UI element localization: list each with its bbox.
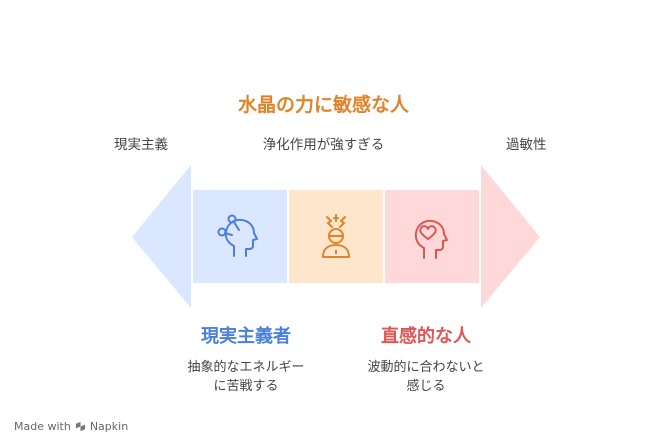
panel-realism bbox=[193, 190, 287, 283]
realist-desc-line-2: に苦戦する bbox=[213, 379, 279, 394]
intuitive-desc-line-1: 波動的に合わないと bbox=[367, 360, 485, 375]
brand-made-with: Made with bbox=[14, 420, 71, 433]
right-arrow-head bbox=[481, 165, 540, 308]
left-arrow-head bbox=[132, 165, 191, 308]
intuitive-description: 波動的に合わないと 感じる bbox=[326, 358, 526, 396]
stressed-person-icon bbox=[322, 214, 350, 258]
brand-credit[interactable]: Made with Napkin bbox=[14, 420, 128, 433]
brand-name: Napkin bbox=[89, 420, 129, 433]
center-axis-label: 浄化作用が強すぎる bbox=[262, 137, 385, 153]
realist-desc-line-1: 抽象的なエネルギー bbox=[187, 360, 305, 375]
intuitive-heading: 直感的な人 bbox=[381, 326, 471, 347]
realist-heading: 現実主義者 bbox=[201, 326, 291, 347]
left-axis-label: 現実主義 bbox=[114, 137, 168, 153]
intuitive-desc-line-2: 感じる bbox=[406, 379, 446, 394]
realist-description: 抽象的なエネルギー に苦戦する bbox=[146, 358, 346, 396]
mind-head-icon bbox=[217, 214, 258, 257]
diagram-title: 水晶の力に敏感な人 bbox=[237, 94, 409, 116]
panel-purification bbox=[289, 190, 383, 283]
heart-head-icon bbox=[414, 219, 448, 259]
right-axis-label: 過敏性 bbox=[506, 137, 547, 153]
panel-sensitivity bbox=[385, 190, 479, 283]
napkin-logo-icon bbox=[75, 421, 85, 432]
